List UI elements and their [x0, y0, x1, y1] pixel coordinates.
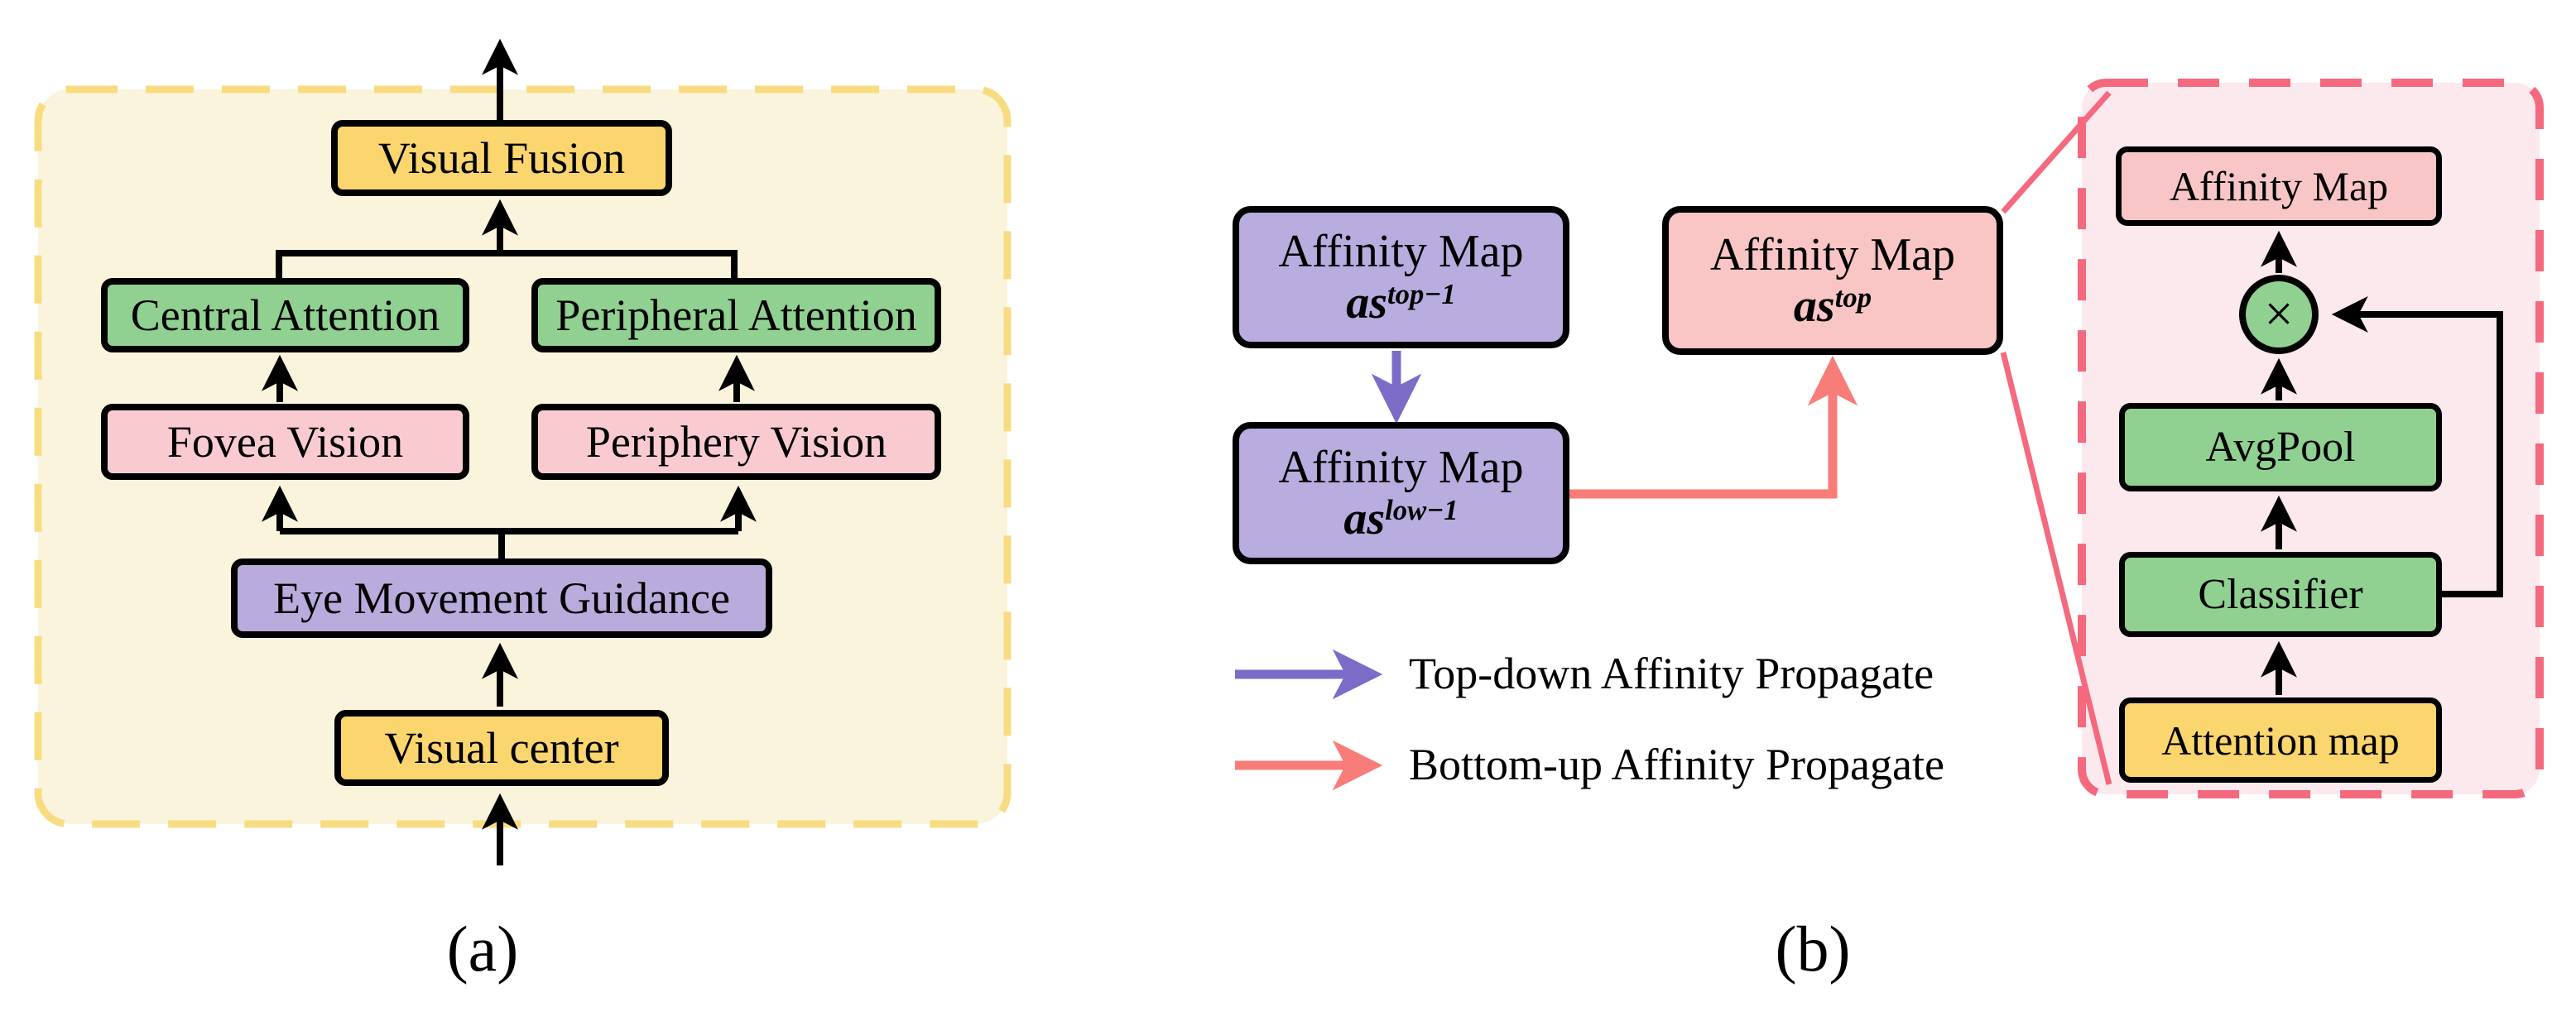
fovea-vision-label: Fovea Vision: [166, 417, 404, 467]
fovea-vision-box: Fovea Vision: [101, 404, 469, 480]
affinity-map-low-prev-box: Affinity Map aslow−1: [1233, 422, 1569, 564]
periphery-vision-label: Periphery Vision: [585, 417, 887, 467]
avgpool-box: AvgPool: [2119, 403, 2442, 491]
peripheral-attention-label: Peripheral Attention: [555, 290, 917, 340]
eye-movement-guidance-label: Eye Movement Guidance: [273, 573, 730, 623]
affinity-map-top-prev-symbol: astop−1: [1346, 278, 1456, 328]
guidance-split-connector: [280, 528, 738, 563]
central-attention-label: Central Attention: [130, 290, 440, 340]
affinity-map-top-prev-title: Affinity Map: [1278, 225, 1524, 277]
legend-bottom-up-label: Bottom-up Affinity Propagate: [1409, 739, 1944, 789]
periphery-vision-box: Periphery Vision: [531, 404, 941, 480]
attention-merge-connector: [276, 250, 738, 285]
detail-affinity-map-box: Affinity Map: [2116, 146, 2442, 226]
visual-fusion-box: Visual Fusion: [331, 120, 672, 196]
avgpool-label: AvgPool: [2205, 423, 2356, 471]
affinity-var-base: as: [1346, 277, 1388, 328]
affinity-map-top-title: Affinity Map: [1709, 228, 1956, 280]
affinity-var-sup: low−1: [1385, 493, 1459, 526]
affinity-map-top-prev-box: Affinity Map astop−1: [1233, 206, 1569, 348]
legend-top-down-label: Top-down Affinity Propagate: [1409, 648, 1934, 698]
visual-fusion-label: Visual Fusion: [377, 133, 626, 183]
affinity-var-base: as: [1343, 493, 1386, 544]
bottom-up-propagate-arrow-icon: [1568, 355, 1858, 499]
multiply-node: ×: [2239, 275, 2319, 354]
panel-a-caption: (a): [446, 913, 519, 985]
panel-b-caption: (b): [1775, 913, 1851, 985]
affinity-var-sup: top−1: [1387, 277, 1456, 310]
classifier-label: Classifier: [2198, 570, 2363, 618]
peripheral-attention-box: Peripheral Attention: [531, 278, 941, 352]
detail-affinity-map-label: Affinity Map: [2169, 163, 2389, 209]
central-attention-box: Central Attention: [101, 278, 469, 352]
affinity-var-base: as: [1793, 280, 1835, 332]
attention-map-box: Attention map: [2119, 697, 2442, 783]
zoom-indicator-line-bottom: [2000, 352, 2112, 785]
visual-center-box: Visual center: [334, 710, 669, 786]
visual-center-label: Visual center: [384, 723, 619, 773]
zoom-indicator-line-top: [2001, 90, 2112, 214]
affinity-map-top-box: Affinity Map astop: [1662, 206, 2003, 355]
classifier-box: Classifier: [2119, 552, 2442, 637]
affinity-map-top-symbol: astop: [1794, 281, 1872, 331]
attention-map-label: Attention map: [2161, 717, 2400, 764]
multiply-icon: ×: [2264, 285, 2294, 343]
eye-movement-guidance-box: Eye Movement Guidance: [231, 558, 772, 638]
affinity-map-low-prev-title: Affinity Map: [1278, 441, 1524, 493]
classifier-feedback-connector: [2331, 296, 2503, 597]
affinity-map-low-prev-symbol: aslow−1: [1343, 494, 1458, 544]
affinity-var-sup: top: [1834, 280, 1872, 314]
